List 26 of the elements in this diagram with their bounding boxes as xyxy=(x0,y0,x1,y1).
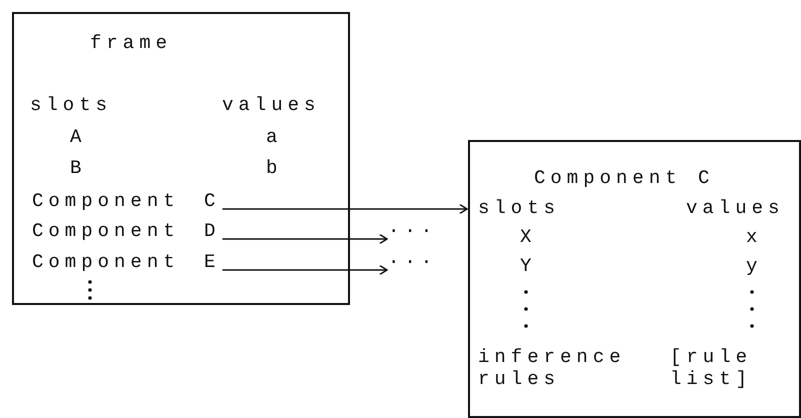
frame-box xyxy=(12,12,350,305)
column-header: slots xyxy=(478,197,560,219)
value-label: x xyxy=(746,226,762,248)
column-header: slots xyxy=(30,94,112,116)
slot-label: B xyxy=(70,157,86,179)
slot-label: Y xyxy=(520,255,536,277)
arrow xyxy=(222,264,388,276)
column-header: values xyxy=(222,94,320,116)
slot-label: inference rules xyxy=(478,346,618,390)
component-box xyxy=(468,140,801,418)
slot-label: Component D xyxy=(32,220,220,242)
box-title: Component C xyxy=(534,167,714,189)
slot-label: ... xyxy=(388,216,438,238)
value-label: y xyxy=(746,255,762,277)
slot-label: X xyxy=(520,226,536,248)
column-header: values xyxy=(686,197,784,219)
slot-label: Component C xyxy=(32,190,220,212)
value-label: a xyxy=(266,126,282,148)
value-label: b xyxy=(266,157,282,179)
slot-label: Component E xyxy=(32,251,220,273)
arrow xyxy=(222,204,468,214)
frame-title: frame xyxy=(90,32,172,54)
value-label: [rule list] xyxy=(670,346,754,390)
arrow xyxy=(222,234,388,244)
slot-label: ... xyxy=(388,247,438,269)
slot-label: A xyxy=(70,126,86,148)
